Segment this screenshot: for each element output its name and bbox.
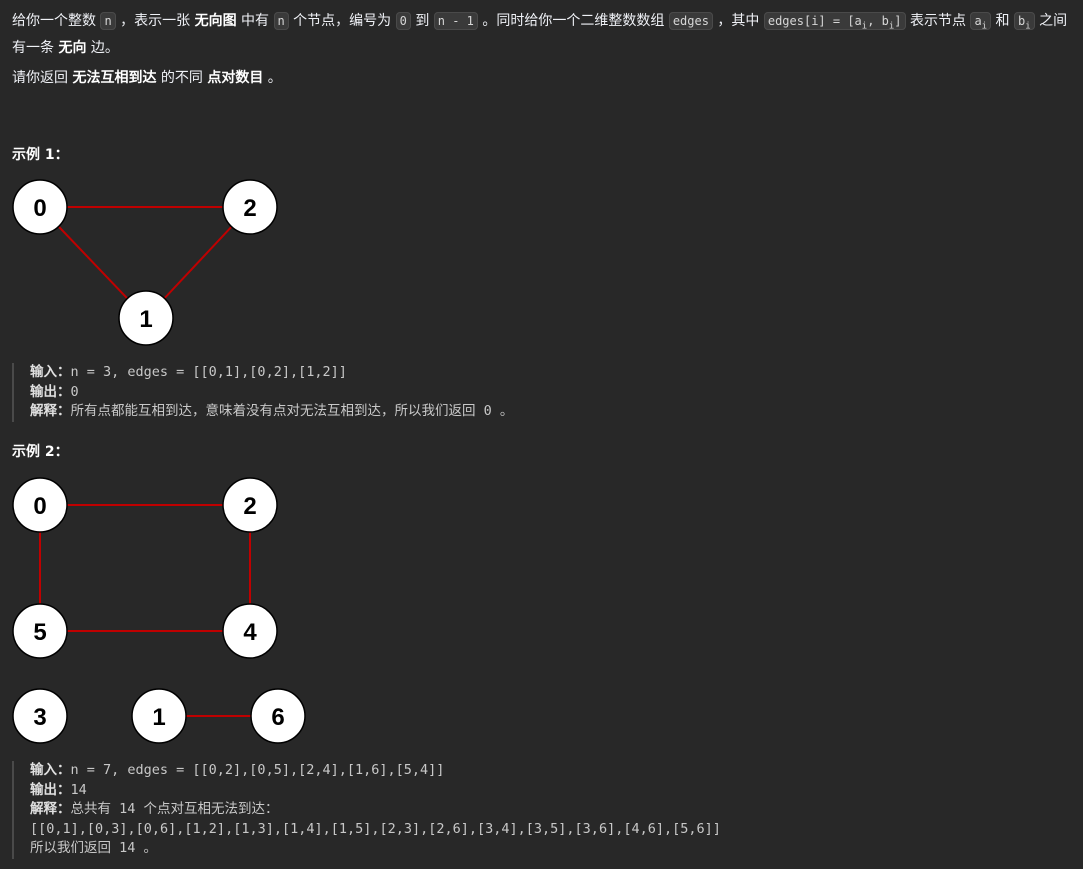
- graph-node: 5: [12, 603, 68, 659]
- output-value: 0: [70, 383, 79, 400]
- svg-text:6: 6: [271, 704, 284, 731]
- output-value: 14: [70, 781, 87, 798]
- unreachable-term: 无法互相到达: [72, 70, 157, 86]
- example-1-io: 输入：n = 3, edges = [[0,1],[0,2],[1,2]] 输出…: [12, 363, 513, 422]
- svg-text:1: 1: [152, 704, 165, 731]
- undirected-term: 无向: [58, 40, 87, 57]
- pairs-list: [[0,1],[0,3],[0,6],[1,2],[1,3],[1,4],[1,…: [30, 820, 721, 837]
- example-2-graph: 0 2 5 4 3 1 6: [12, 477, 306, 744]
- pair-count-term: 点对数目: [207, 70, 264, 86]
- example-2-title: 示例 2：: [12, 444, 69, 460]
- example-2-io: 输入：n = 7, edges = [[0,2],[0,5],[2,4],[1,…: [12, 761, 721, 859]
- output-label: 输出：: [30, 781, 71, 798]
- result-text: 所以我们返回 14 。: [30, 840, 158, 856]
- explain-label: 解释：: [30, 403, 71, 419]
- undirected-graph-term: 无向图: [194, 13, 237, 29]
- graph-node: 1: [118, 290, 174, 346]
- explain-label: 解释：: [30, 801, 71, 817]
- edges-def-code: edges[i] = [ai, bi]: [763, 12, 906, 31]
- input-value: n = 3, edges = [[0,1],[0,2],[1,2]]: [70, 364, 347, 380]
- graph-node: 2: [222, 179, 278, 235]
- graph-node: 6: [250, 688, 306, 744]
- n-minus-1-code: n - 1: [433, 12, 478, 30]
- problem-task: 请你返回 无法互相到达 的不同 点对数目 。: [12, 70, 282, 86]
- graph-node: 1: [131, 688, 187, 744]
- svg-text:1: 1: [139, 306, 152, 333]
- b-code: bi: [1014, 12, 1035, 31]
- n-code-2: n: [273, 12, 289, 30]
- svg-text:0: 0: [33, 195, 46, 222]
- graph-node: 2: [222, 477, 278, 533]
- input-label: 输入：: [30, 762, 71, 778]
- svg-text:2: 2: [243, 195, 256, 222]
- example-1-title: 示例 1：: [12, 147, 69, 163]
- explain-value: 总共有 14 个点对互相无法到达：: [70, 801, 279, 817]
- edges-code: edges: [668, 12, 713, 30]
- svg-text:0: 0: [33, 493, 46, 520]
- input-label: 输入：: [30, 364, 71, 380]
- svg-text:4: 4: [243, 619, 257, 646]
- zero-code: 0: [395, 12, 411, 30]
- explain-value: 所有点都能互相到达，意味着没有点对无法互相到达，所以我们返回 0 。: [70, 403, 514, 419]
- svg-text:5: 5: [33, 619, 46, 646]
- input-value: n = 7, edges = [[0,2],[0,5],[2,4],[1,6],…: [70, 762, 445, 778]
- graph-node: 4: [222, 603, 278, 659]
- n-code: n: [100, 12, 116, 30]
- graph-node: 0: [12, 477, 68, 533]
- example-1-graph: 0 2 1: [12, 179, 278, 346]
- graph-node: 3: [12, 688, 68, 744]
- svg-text:2: 2: [243, 493, 256, 520]
- svg-text:3: 3: [33, 704, 46, 731]
- output-label: 输出：: [30, 383, 71, 400]
- graph-node: 0: [12, 179, 68, 235]
- a-code: ai: [970, 12, 992, 31]
- problem-description: 给你一个整数 n ，表示一张 无向图 中有 n 个节点，编号为 0 到 n - …: [12, 12, 1068, 57]
